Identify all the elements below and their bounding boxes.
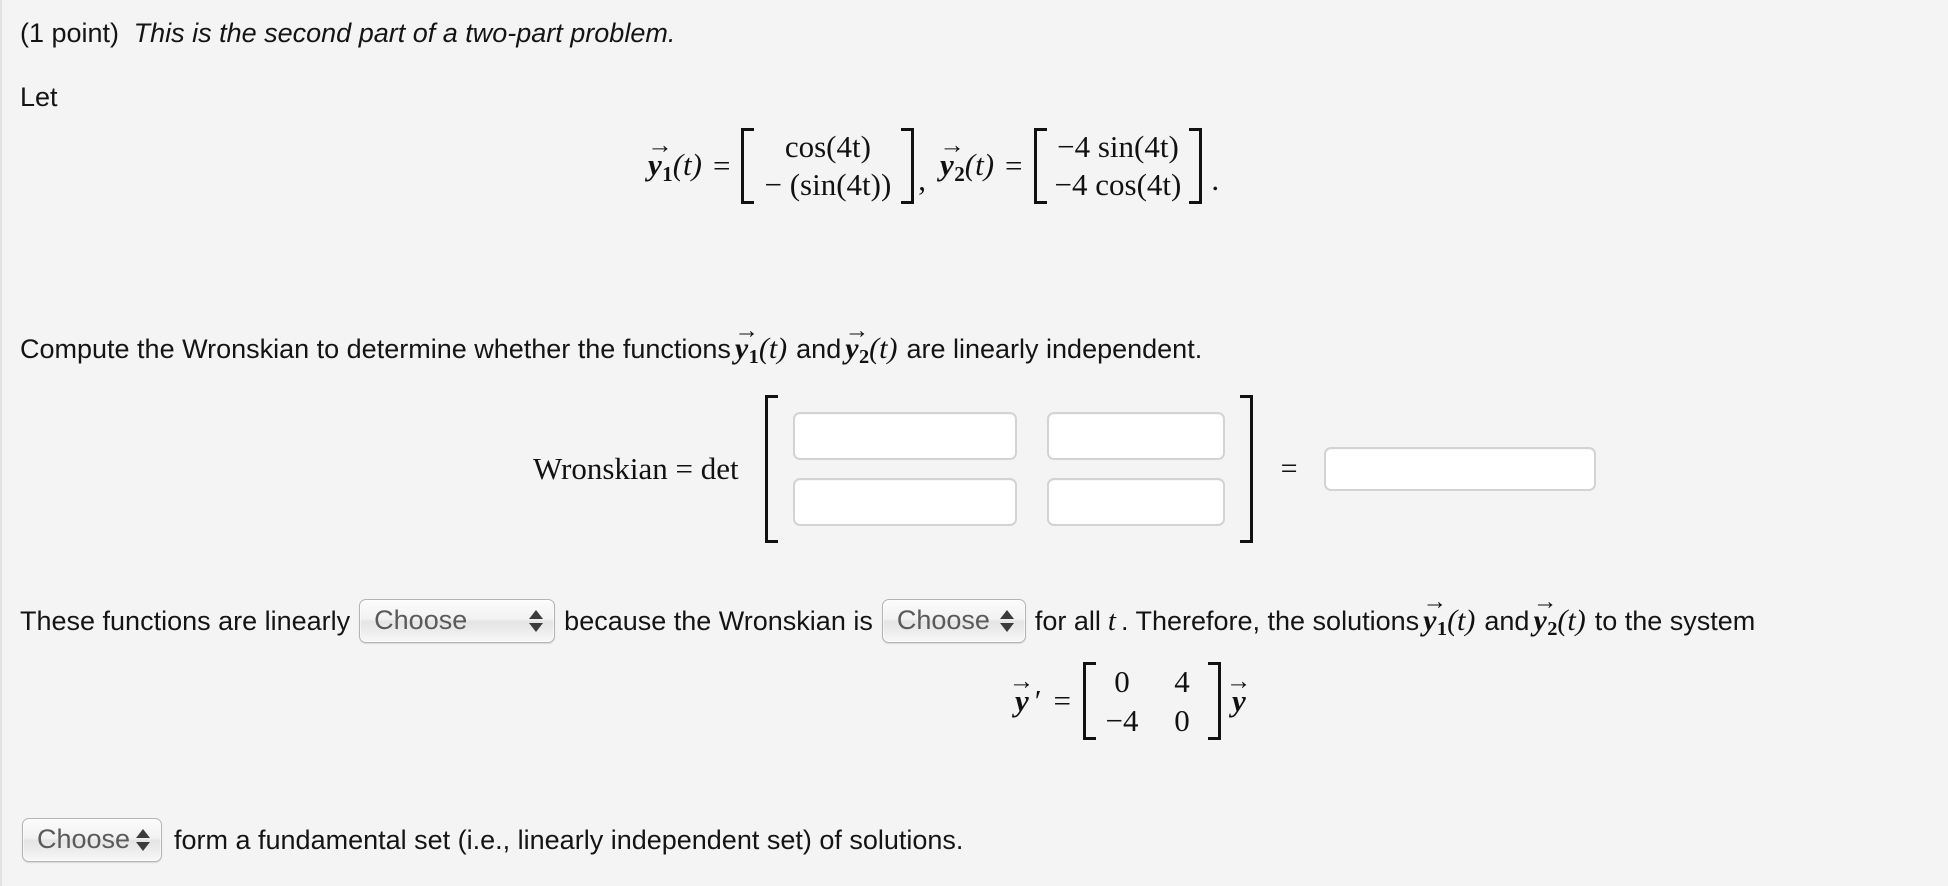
instruction-y1: →y1 (t) [734, 316, 788, 369]
wronskian-value-dropdown[interactable]: Choose [881, 599, 1026, 643]
let-label: Let [20, 82, 58, 112]
conclusion-variable: t [1107, 604, 1116, 637]
definition-equations: →y1 (t) = cos(4t) − (sin(4t)) , →y2 (t) … [647, 128, 1220, 204]
conclusion-text-3: for all [1034, 605, 1101, 636]
y1-symbol: →y1 (t) [647, 131, 702, 186]
system-matrix: 0 4 −4 0 [1083, 662, 1222, 740]
conclusion-text-2: because the Wronskian is [564, 605, 873, 636]
points-label: (1 point) [20, 18, 120, 48]
instruction-text-2: and [796, 334, 842, 364]
system-matrix-1-1: 0 [1174, 702, 1190, 738]
wronskian-equals: = [1280, 452, 1298, 485]
fundamental-set-dropdown[interactable]: Choose [22, 818, 162, 862]
vector-arrow-icon: → [939, 131, 965, 160]
wronskian-value-dropdown-label: Choose [896, 604, 990, 635]
definitions-period: . [1211, 162, 1220, 197]
wronskian-cell-2-2[interactable] [1046, 478, 1225, 526]
system-matrix-1-0: −4 [1105, 702, 1139, 738]
bracket-right [901, 128, 915, 204]
bracket-right [1237, 395, 1253, 543]
instruction-text-3: are linearly independent. [906, 334, 1203, 364]
conclusion-y2: →y2 (t) [1532, 588, 1586, 640]
bracket-left [764, 395, 781, 543]
problem-subtitle: This is the second part of a two-part pr… [133, 18, 676, 48]
y2-entry-2: −4 cos(4t) [1054, 167, 1182, 202]
footer-line: Choose form a fundamental set (i.e., lin… [22, 818, 963, 862]
instruction-line: Compute the Wronskian to determine wheth… [20, 316, 1203, 369]
conclusion-text-1: These functions are linearly [20, 605, 351, 636]
bracket-right [1189, 128, 1203, 204]
wronskian-matrix [764, 395, 1253, 543]
system-y-prime: →y ′ [1008, 667, 1042, 718]
definitions-comma: , [918, 162, 927, 197]
system-matrix-0-0: 0 [1114, 663, 1130, 699]
y2-entry-1: −4 sin(4t) [1057, 129, 1179, 164]
y1-equals: = [712, 148, 731, 183]
vector-arrow-icon: → [1532, 588, 1558, 616]
conclusion-line: These functions are linearly Choose beca… [20, 588, 1756, 643]
system-matrix-0-1: 4 [1174, 663, 1190, 699]
system-trailing-vector: →y [1225, 667, 1251, 718]
stepper-arrows-icon [999, 610, 1014, 632]
vector-arrow-icon: → [1225, 667, 1251, 696]
wronskian-label: Wronskian = det [533, 451, 739, 486]
system-equals: = [1053, 683, 1072, 718]
footer-text: form a fundamental set (i.e., linearly i… [174, 824, 964, 855]
fundamental-set-dropdown-label: Choose [37, 823, 131, 854]
bracket-left [1033, 128, 1047, 204]
conclusion-text-4: . Therefore, the solutions [1120, 605, 1420, 636]
vector-arrow-icon: → [734, 316, 759, 344]
wronskian-row: Wronskian = det = [533, 395, 1596, 543]
vector-arrow-icon: → [1008, 667, 1034, 696]
problem-header: (1 point) This is the second part of a t… [20, 17, 675, 49]
instruction-y2: →y2 (t) [844, 316, 898, 369]
y1-entry-1: cos(4t) [784, 129, 871, 164]
wronskian-cell-1-1[interactable] [792, 412, 1017, 460]
conclusion-text-5: and [1484, 605, 1530, 636]
bracket-right [1208, 662, 1222, 740]
wronskian-result[interactable] [1323, 447, 1596, 491]
bracket-left [741, 128, 755, 204]
vector-arrow-icon: → [1422, 588, 1448, 616]
instruction-text-1: Compute the Wronskian to determine wheth… [20, 334, 731, 364]
y2-matrix: −4 sin(4t) −4 cos(4t) [1033, 128, 1203, 204]
stepper-arrows-icon [136, 829, 150, 851]
wronskian-cell-1-2[interactable] [1046, 412, 1225, 460]
linear-independence-dropdown[interactable]: Choose [359, 599, 556, 643]
y1-entry-2: − (sin(4t)) [764, 167, 892, 202]
y1-matrix: cos(4t) − (sin(4t)) [741, 128, 915, 204]
system-equation: →y ′ = 0 4 −4 0 →y [1008, 662, 1251, 740]
y2-symbol: →y2 (t) [939, 131, 995, 186]
vector-arrow-icon: → [844, 316, 870, 344]
stepper-arrows-icon [529, 610, 544, 632]
vector-arrow-icon: → [647, 131, 673, 160]
linear-independence-dropdown-label: Choose [374, 604, 468, 635]
conclusion-y1: →y1 (t) [1422, 588, 1476, 640]
conclusion-text-6: to the system [1594, 605, 1756, 636]
bracket-left [1083, 662, 1097, 740]
y2-equals: = [1005, 148, 1023, 183]
wronskian-cell-2-1[interactable] [792, 478, 1017, 526]
